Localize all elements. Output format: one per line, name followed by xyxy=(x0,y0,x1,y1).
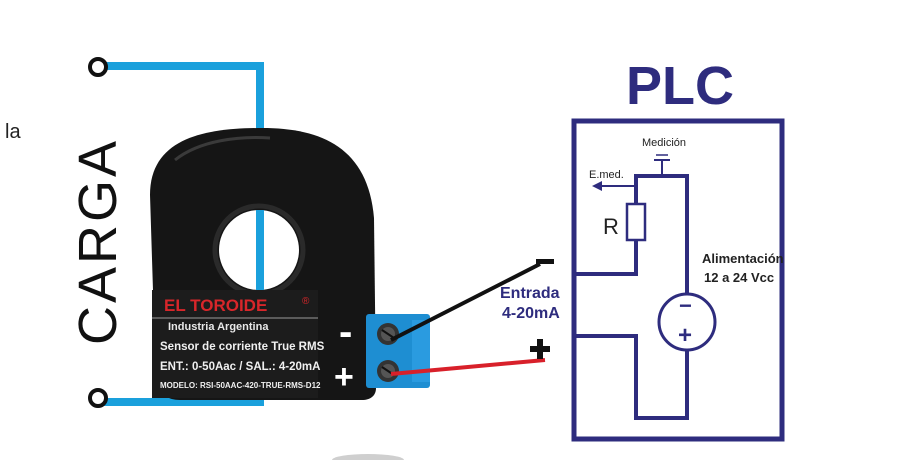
input-label-line-2: 4-20mA xyxy=(502,305,560,322)
emed-arrow xyxy=(592,181,602,191)
load-terminal-bottom xyxy=(88,388,108,408)
plc-box xyxy=(571,118,785,442)
sensor-line-3: MODELO: RSI-50AAC-420-TRUE-RMS-D12 xyxy=(160,381,321,390)
input-label-line-1: Entrada xyxy=(500,285,560,302)
input-plus-mark-v xyxy=(537,339,543,359)
red-signal-wire xyxy=(390,358,546,376)
resistor xyxy=(625,202,647,242)
terminal-minus-sign: - xyxy=(339,310,352,354)
emed-label: E.med. xyxy=(589,169,624,181)
black-signal-wire xyxy=(390,262,541,342)
sensor-brand: EL TOROIDE xyxy=(164,296,267,315)
medicion-label: Medición xyxy=(642,137,686,149)
plc-input: Entrada 4-20mA xyxy=(500,259,560,359)
sensor-line-2: ENT.: 0-50Aac / SAL.: 4-20mA xyxy=(160,361,320,373)
fragment-text: la xyxy=(5,121,21,143)
source-minus: − xyxy=(679,293,692,318)
plc: PLC R Medición E.med. − + Alimentación 1… xyxy=(571,56,785,442)
sensor-registered: ® xyxy=(302,296,310,307)
load-label: CARGA xyxy=(68,138,128,345)
sensor-company: Industria Argentina xyxy=(168,321,269,333)
sensor-label-plate xyxy=(152,290,318,398)
plc-title: PLC xyxy=(626,56,734,116)
terminal-block xyxy=(366,314,430,388)
bottom-shadow xyxy=(332,454,404,460)
power-label-line-2: 12 a 24 Vcc xyxy=(704,270,774,285)
sensor-line-1: Sensor de corriente True RMS xyxy=(160,341,325,353)
power-label-line-1: Alimentación xyxy=(702,251,784,266)
load-terminal-top xyxy=(88,57,108,77)
input-minus-mark xyxy=(536,259,554,264)
resistor-label: R xyxy=(603,214,619,239)
current-sensor: EL TOROIDE ® Industria Argentina Sensor … xyxy=(150,128,376,400)
source-plus: + xyxy=(678,322,692,349)
terminal-plus-sign: + xyxy=(334,358,354,396)
power-source xyxy=(657,292,717,352)
